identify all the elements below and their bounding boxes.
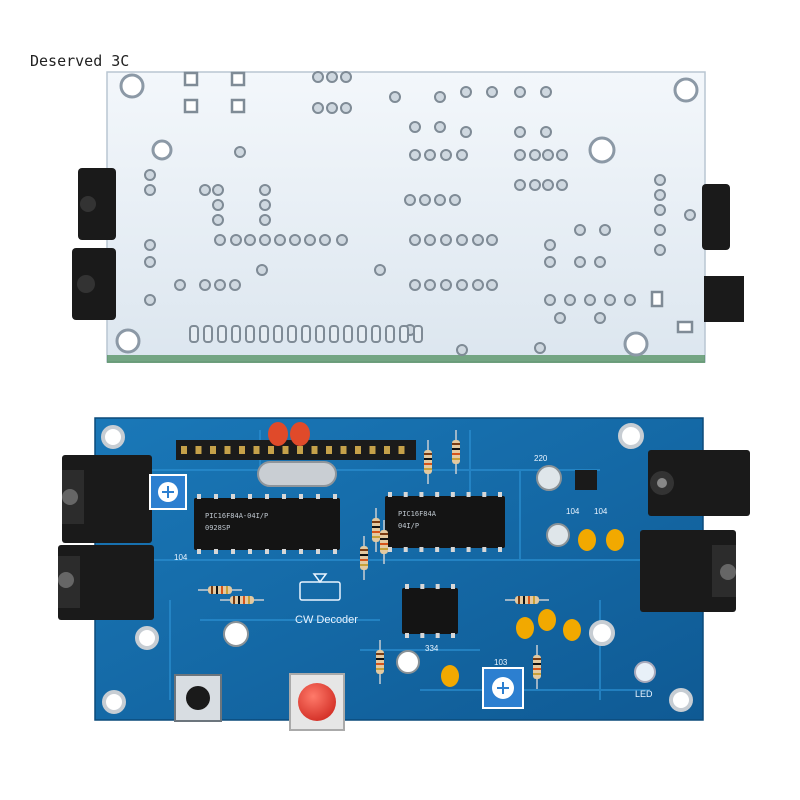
resistors	[198, 430, 549, 689]
trimmer-pot-103	[482, 667, 524, 709]
red-capacitors	[268, 422, 310, 446]
transistor	[575, 470, 597, 490]
solder-pads-back	[144, 71, 696, 356]
pcb-white-board	[106, 71, 706, 363]
square-pads-back	[183, 71, 694, 334]
header-pads-back	[189, 325, 423, 343]
led-label: LED	[635, 689, 653, 699]
led	[634, 661, 656, 683]
cap-104a-label: 104	[566, 507, 580, 516]
audio-jack-back-right	[702, 184, 744, 322]
capacitor-mid	[396, 650, 420, 674]
electrolytic-capacitor-small	[546, 523, 570, 547]
crystal-oscillator	[257, 461, 337, 487]
cap-104b-label: 104	[594, 507, 608, 516]
cap-334-label: 334	[425, 644, 439, 653]
audio-jack-front-right	[640, 530, 736, 612]
yellow-capacitors	[441, 529, 624, 687]
mount-holes-back	[115, 73, 699, 357]
capacitor-left	[223, 621, 249, 647]
cw-decoder-logo	[299, 573, 341, 601]
pcb-edge	[107, 355, 705, 363]
tactile-switch	[174, 674, 222, 722]
svg-text:04I/P: 04I/P	[398, 522, 419, 530]
ic-tone-decoder	[402, 584, 458, 638]
audio-jack-back-left	[72, 168, 116, 320]
trimmer-pot-left	[149, 474, 187, 510]
ic-secondary: PIC16F84A 04I/P	[385, 492, 505, 552]
svg-text:PIC16F84A-04I/P: PIC16F84A-04I/P	[205, 512, 268, 520]
electrolytic-capacitor-220	[536, 465, 562, 491]
svg-text:0928SP: 0928SP	[205, 524, 230, 532]
svg-text:PIC16F84A: PIC16F84A	[398, 510, 437, 518]
mount-holes-front	[101, 423, 693, 714]
dc-power-jack	[648, 450, 750, 516]
red-push-button	[289, 673, 345, 731]
left-104-label: 104	[174, 553, 188, 562]
pot-103-label: 103	[494, 658, 508, 667]
pcb-traces	[140, 430, 650, 700]
audio-jack-front-left-top	[62, 455, 152, 543]
pcb-back-side	[72, 71, 744, 363]
watermark-text: Deserved 3C	[30, 52, 130, 70]
pin-header-strip	[176, 440, 416, 460]
ic-microcontroller: PIC16F84A-04I/P 0928SP	[194, 494, 340, 554]
audio-jack-front-left-bottom	[58, 545, 154, 620]
cap-220-label: 220	[534, 454, 548, 463]
board-title-silkscreen: CW Decoder	[295, 614, 358, 626]
pcb-front-side: PIC16F84A-04I/P 0928SP PIC16F84A 04I/P	[58, 417, 750, 731]
